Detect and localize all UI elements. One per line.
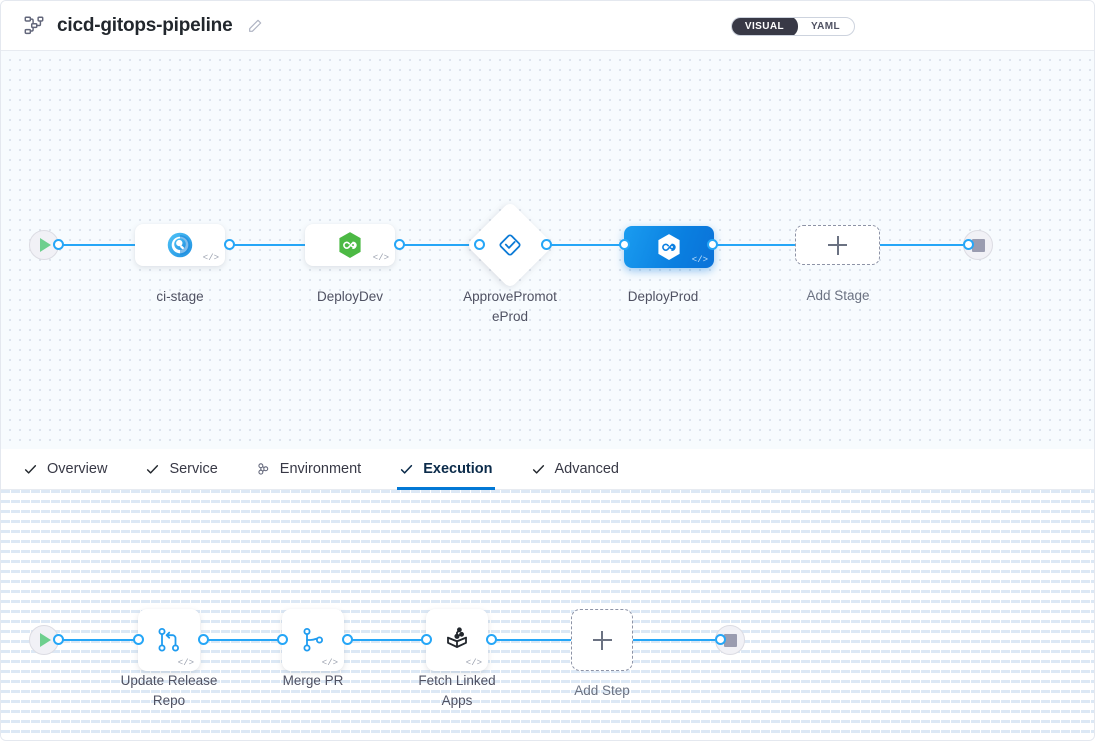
stage-label-deployprod: DeployProd — [627, 289, 699, 304]
play-icon — [40, 238, 51, 252]
code-badge: </> — [691, 255, 708, 265]
ci-build-icon — [166, 231, 194, 259]
fetch-linked-apps-icon — [440, 623, 474, 657]
port-start-out[interactable] — [53, 239, 64, 250]
git-merge-back-icon — [153, 624, 185, 656]
check-icon — [145, 462, 160, 477]
step-node-merge-pr[interactable]: </> — [282, 609, 344, 671]
page-header: cicd-gitops-pipeline VISUAL YAML — [1, 1, 1094, 51]
edge-ci-to-deploydev — [229, 244, 319, 246]
edge-approve-to-deployprod — [546, 244, 628, 246]
pipeline-icon — [21, 13, 47, 39]
approval-icon — [479, 214, 541, 276]
code-badge: </> — [321, 658, 338, 668]
deploy-hexagon-icon — [654, 232, 684, 262]
stage-canvas[interactable]: </> ci-stage </> DeployDev — [1, 51, 1094, 449]
port-approve-out[interactable] — [541, 239, 552, 250]
add-stage-button[interactable] — [795, 225, 880, 265]
step-graph: </> Update Release Repo </> — [1, 490, 1094, 740]
step-label-merge-pr: Merge PR — [282, 673, 344, 688]
edge-merge-pr-to-fetch-linked-apps — [347, 639, 433, 641]
stop-icon — [723, 633, 737, 647]
stage-config-tabs: Overview Service Environment Execution — [1, 449, 1094, 490]
add-stage-label: Add Stage — [806, 288, 870, 303]
port-merge-pr-out[interactable] — [342, 634, 353, 645]
edge-start-to-update-release-repo — [58, 639, 146, 641]
tab-execution[interactable]: Execution — [397, 449, 495, 490]
tab-label: Overview — [47, 461, 108, 477]
check-icon — [23, 462, 38, 477]
stage-graph: </> ci-stage </> DeployDev — [1, 51, 1094, 449]
play-icon — [40, 633, 51, 647]
add-step-label: Add Step — [574, 683, 630, 698]
code-badge: </> — [465, 658, 482, 668]
port-step-start-out[interactable] — [53, 634, 64, 645]
execution-steps-canvas[interactable]: </> Update Release Repo </> — [1, 490, 1094, 740]
stop-icon — [971, 238, 985, 252]
stage-node-deployprod[interactable]: </> — [624, 226, 714, 268]
page-title: cicd-gitops-pipeline — [57, 14, 233, 36]
tab-label: Service — [169, 461, 218, 477]
port-fetch-linked-apps-in[interactable] — [421, 634, 432, 645]
code-badge: </> — [372, 253, 389, 263]
edge-fetch-linked-apps-to-addstep — [491, 639, 573, 641]
check-icon — [399, 462, 414, 477]
pencil-icon[interactable] — [246, 17, 264, 35]
stage-label-approvepromoteprod: ApprovePromot eProd — [463, 289, 557, 324]
edge-addstep-to-end — [633, 639, 721, 641]
deploy-hexagon-icon — [335, 230, 365, 260]
toggle-option-visual[interactable]: VISUAL — [731, 18, 798, 35]
stage-label-deploydev: DeployDev — [316, 289, 384, 304]
code-badge: </> — [202, 253, 219, 263]
tab-label: Environment — [279, 461, 362, 477]
step-node-fetch-linked-apps[interactable]: </> — [426, 609, 488, 671]
tab-advanced[interactable]: Advanced — [531, 449, 620, 490]
stage-label-ci-stage: ci-stage — [156, 289, 204, 304]
stage-node-ci-stage[interactable]: </> — [135, 224, 225, 266]
edge-deployprod-to-addstage — [712, 244, 800, 246]
git-branch-icon — [297, 624, 329, 656]
port-deployprod-in[interactable] — [619, 239, 630, 250]
port-deployprod-out[interactable] — [707, 239, 718, 250]
port-approve-in[interactable] — [474, 239, 485, 250]
port-update-release-repo-in[interactable] — [133, 634, 144, 645]
check-icon — [531, 462, 546, 477]
tab-label: Execution — [423, 461, 493, 477]
edge-addstage-to-end — [880, 244, 968, 246]
edge-deploydev-to-approve — [399, 244, 479, 246]
tab-service[interactable]: Service — [145, 449, 218, 490]
port-fetch-linked-apps-out[interactable] — [486, 634, 497, 645]
tab-environment[interactable]: Environment — [256, 449, 361, 490]
edge-update-release-repo-to-merge-pr — [203, 639, 289, 641]
code-badge: </> — [177, 658, 194, 668]
tab-label: Advanced — [554, 461, 620, 477]
port-update-release-repo-out[interactable] — [198, 634, 209, 645]
port-merge-pr-in[interactable] — [277, 634, 288, 645]
step-node-update-release-repo[interactable]: </> — [138, 609, 200, 671]
port-deploydev-out[interactable] — [394, 239, 405, 250]
view-mode-toggle[interactable]: VISUAL YAML — [730, 17, 855, 36]
port-step-end-in[interactable] — [715, 634, 726, 645]
edge-start-to-ci — [58, 244, 146, 246]
port-end-in[interactable] — [963, 239, 974, 250]
infrastructure-icon — [256, 462, 271, 477]
add-step-button[interactable] — [571, 609, 633, 671]
tab-overview[interactable]: Overview — [23, 449, 107, 490]
stage-start-node[interactable] — [29, 230, 59, 260]
step-label-fetch-linked-apps: Fetch Linked Apps — [418, 673, 496, 708]
step-label-update-release-repo: Update Release Repo — [120, 673, 218, 708]
stage-node-deploydev[interactable]: </> — [305, 224, 395, 266]
toggle-option-yaml[interactable]: YAML — [810, 21, 840, 32]
step-end-node[interactable] — [715, 625, 745, 655]
port-ci-stage-out[interactable] — [224, 239, 235, 250]
